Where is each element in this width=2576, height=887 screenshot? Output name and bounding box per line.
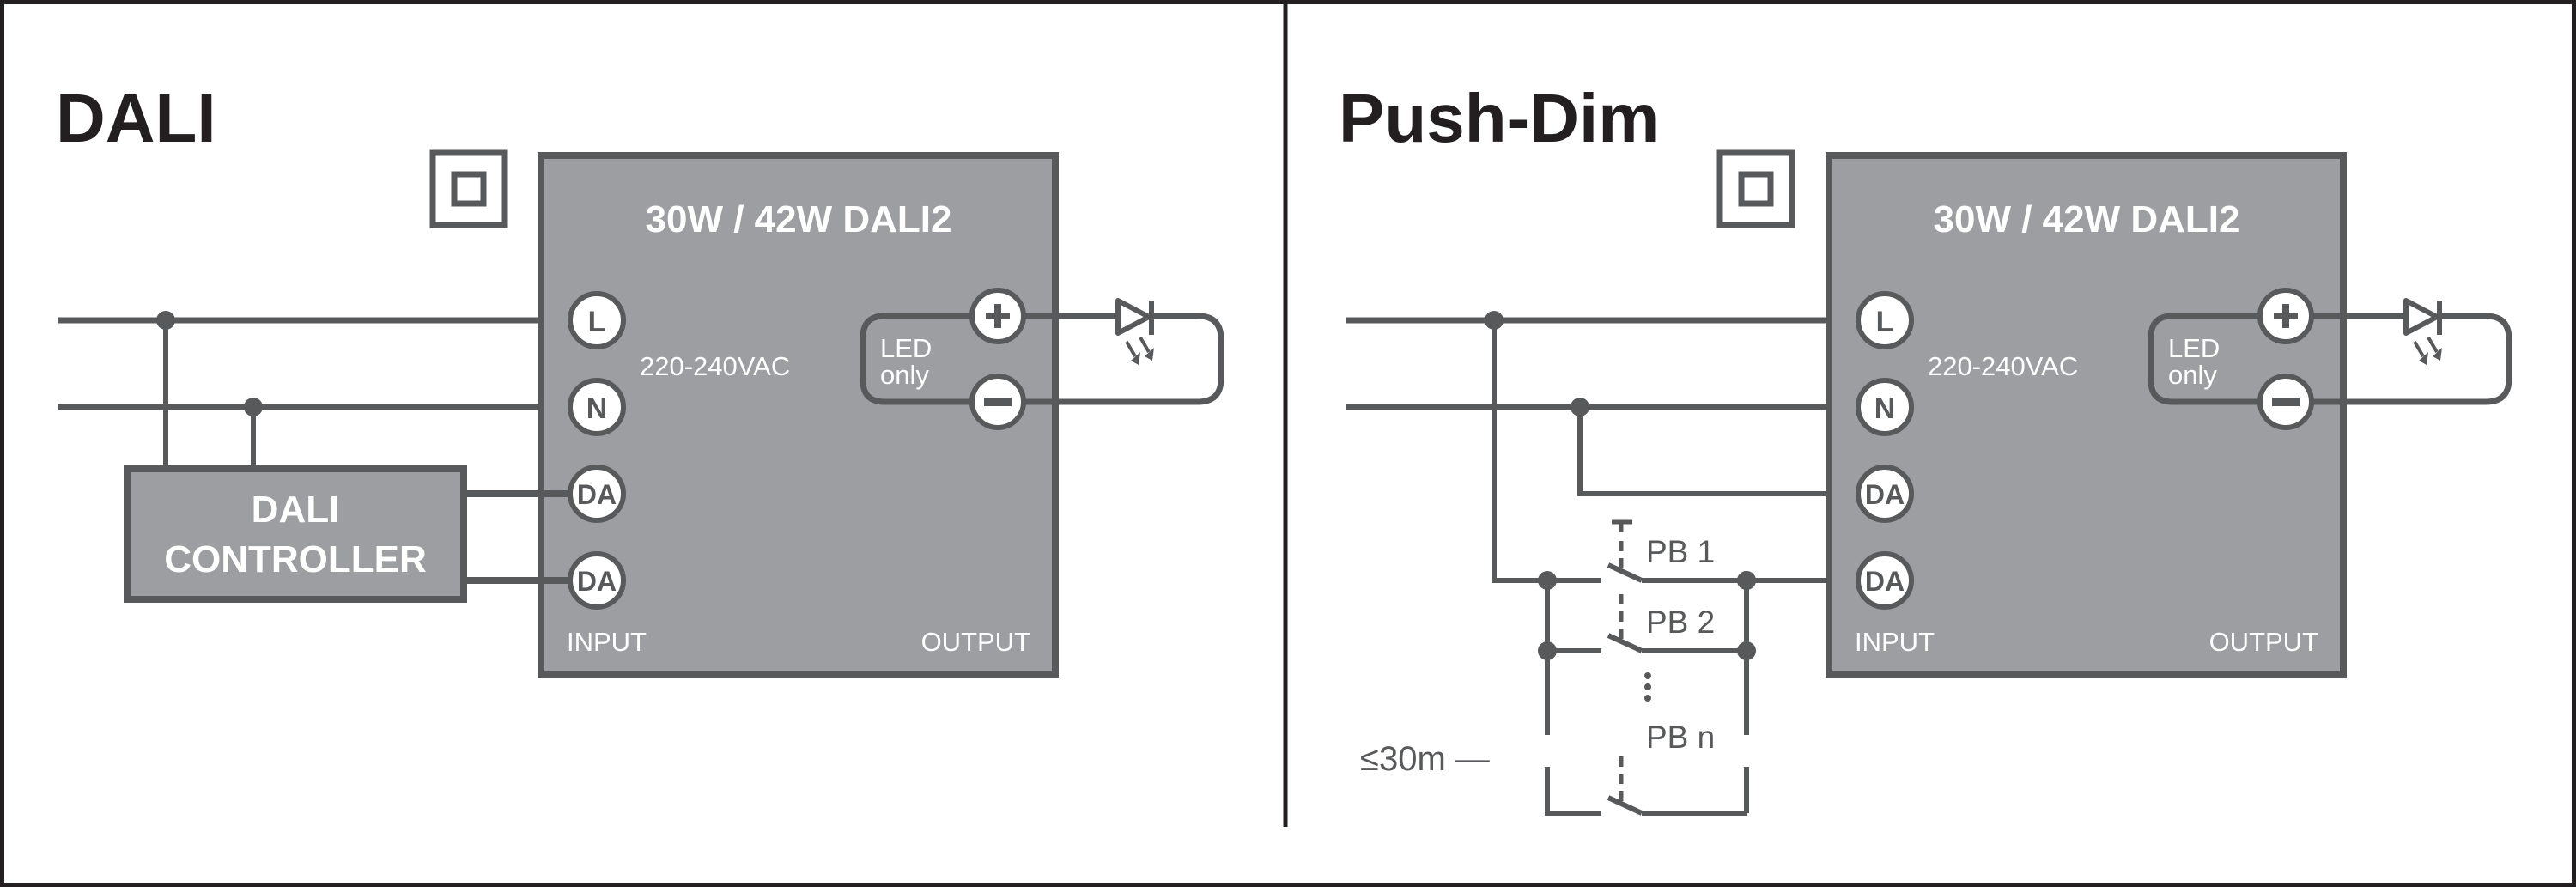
led-loop-wire [2312, 313, 2512, 405]
led-only-line2: only [2168, 360, 2217, 390]
terminal-da1: DA [1856, 465, 1914, 523]
svg-text:L: L [1876, 306, 1894, 338]
input-voltage-label: 220-240VAC [1928, 351, 2078, 381]
terminal-n: N [568, 378, 626, 436]
driver-title: 30W / 42W DALI2 [646, 198, 952, 240]
output-label: OUTPUT [2209, 627, 2319, 657]
terminal-plus [2257, 288, 2314, 344]
push-button-label: PB 1 [1646, 534, 1715, 569]
terminal-da1: DA [568, 465, 626, 523]
driver-title: 30W / 42W DALI2 [1934, 198, 2240, 240]
terminal-minus [2257, 374, 2314, 430]
output-label: OUTPUT [921, 627, 1031, 657]
led-only-bracket [860, 313, 971, 405]
input-label: INPUT [567, 627, 647, 657]
terminal-n: N [1856, 378, 1914, 436]
svg-text:N: N [586, 392, 608, 425]
junction-dot [1737, 571, 1756, 590]
svg-text:DA: DA [1865, 566, 1905, 597]
terminal-l: L [568, 291, 626, 349]
led-loop-wire [1024, 313, 1224, 405]
junction-dot [244, 398, 263, 416]
panel-title: DALI [56, 80, 216, 156]
ellipsis-icon [1644, 672, 1651, 702]
terminal-da2: DA [568, 551, 626, 610]
class-ii-symbol-icon [1716, 149, 1795, 228]
wire-live-to-pushbuttons [1492, 320, 1601, 583]
terminal-minus [969, 374, 1026, 430]
push-button-label: PB 2 [1646, 604, 1715, 640]
led-only-line1: LED [2168, 333, 2220, 363]
led-only-line2: only [880, 360, 929, 390]
terminal-da2: DA [1856, 551, 1914, 610]
terminal-plus [969, 288, 1026, 344]
push-button-label: PB n [1646, 720, 1715, 755]
controller-label-line1: DALI [252, 489, 340, 531]
controller-label-line2: CONTROLLER [164, 538, 427, 580]
panel-push-dim: Push-Dim [1339, 80, 2512, 816]
max-cable-length-note: ≤30m — [1360, 740, 1490, 778]
dali-controller-box [124, 465, 467, 603]
svg-text:DA: DA [1865, 479, 1905, 510]
panel-title: Push-Dim [1339, 80, 1659, 156]
input-label: INPUT [1855, 627, 1935, 657]
svg-text:L: L [588, 306, 606, 338]
driver-box [1826, 152, 2347, 678]
svg-text:DA: DA [577, 479, 617, 510]
led-diode-icon [2403, 298, 2442, 365]
wire-neutral-to-da1 [1577, 407, 1858, 496]
class-ii-symbol-icon [429, 149, 508, 228]
svg-text:N: N [1874, 392, 1896, 425]
svg-text:DA: DA [577, 566, 617, 597]
led-only-bracket [2148, 313, 2259, 405]
led-diode-icon [1115, 298, 1154, 365]
led-only-line1: LED [880, 333, 932, 363]
panel-dali: DALI 30W / 42W DALI2 220-240VAC INPUT OU… [56, 80, 1224, 678]
junction-dot [156, 311, 175, 330]
terminal-l: L [1856, 291, 1914, 349]
input-voltage-label: 220-240VAC [640, 351, 790, 381]
driver-box [538, 152, 1059, 678]
